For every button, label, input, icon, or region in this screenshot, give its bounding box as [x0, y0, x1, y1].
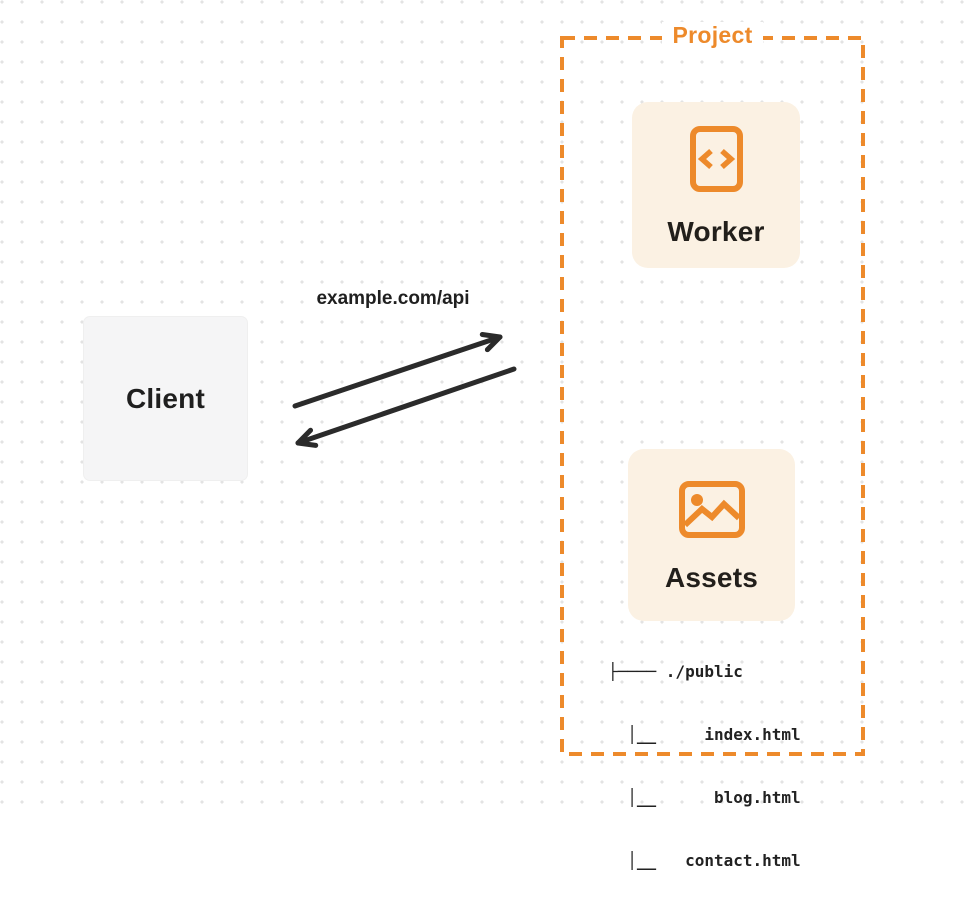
assets-card: Assets: [628, 449, 795, 621]
diagram-canvas: Project Client example.com/api Worker As…: [0, 0, 980, 870]
response-arrow: [295, 366, 517, 448]
file-tree-line: ├──── ./public: [608, 662, 743, 681]
client-label: Client: [126, 382, 205, 414]
code-icon: [689, 126, 743, 192]
project-label-wrap: Project: [562, 22, 863, 49]
file-tree-line: │__ index.html: [608, 725, 801, 744]
assets-label: Assets: [664, 561, 759, 593]
request-url-label: example.com/api: [316, 288, 470, 309]
file-tree: ├──── ./public │__ index.html │__ blog.h…: [608, 619, 801, 913]
worker-label: Worker: [667, 216, 765, 247]
file-tree-line: │__ blog.html: [608, 788, 801, 807]
image-icon: [678, 480, 745, 538]
request-arrow: [292, 332, 503, 409]
project-label: Project: [662, 22, 763, 49]
file-tree-line: │__ contact.html: [608, 851, 801, 870]
client-node: Client: [83, 316, 248, 481]
worker-card: Worker: [632, 102, 800, 268]
